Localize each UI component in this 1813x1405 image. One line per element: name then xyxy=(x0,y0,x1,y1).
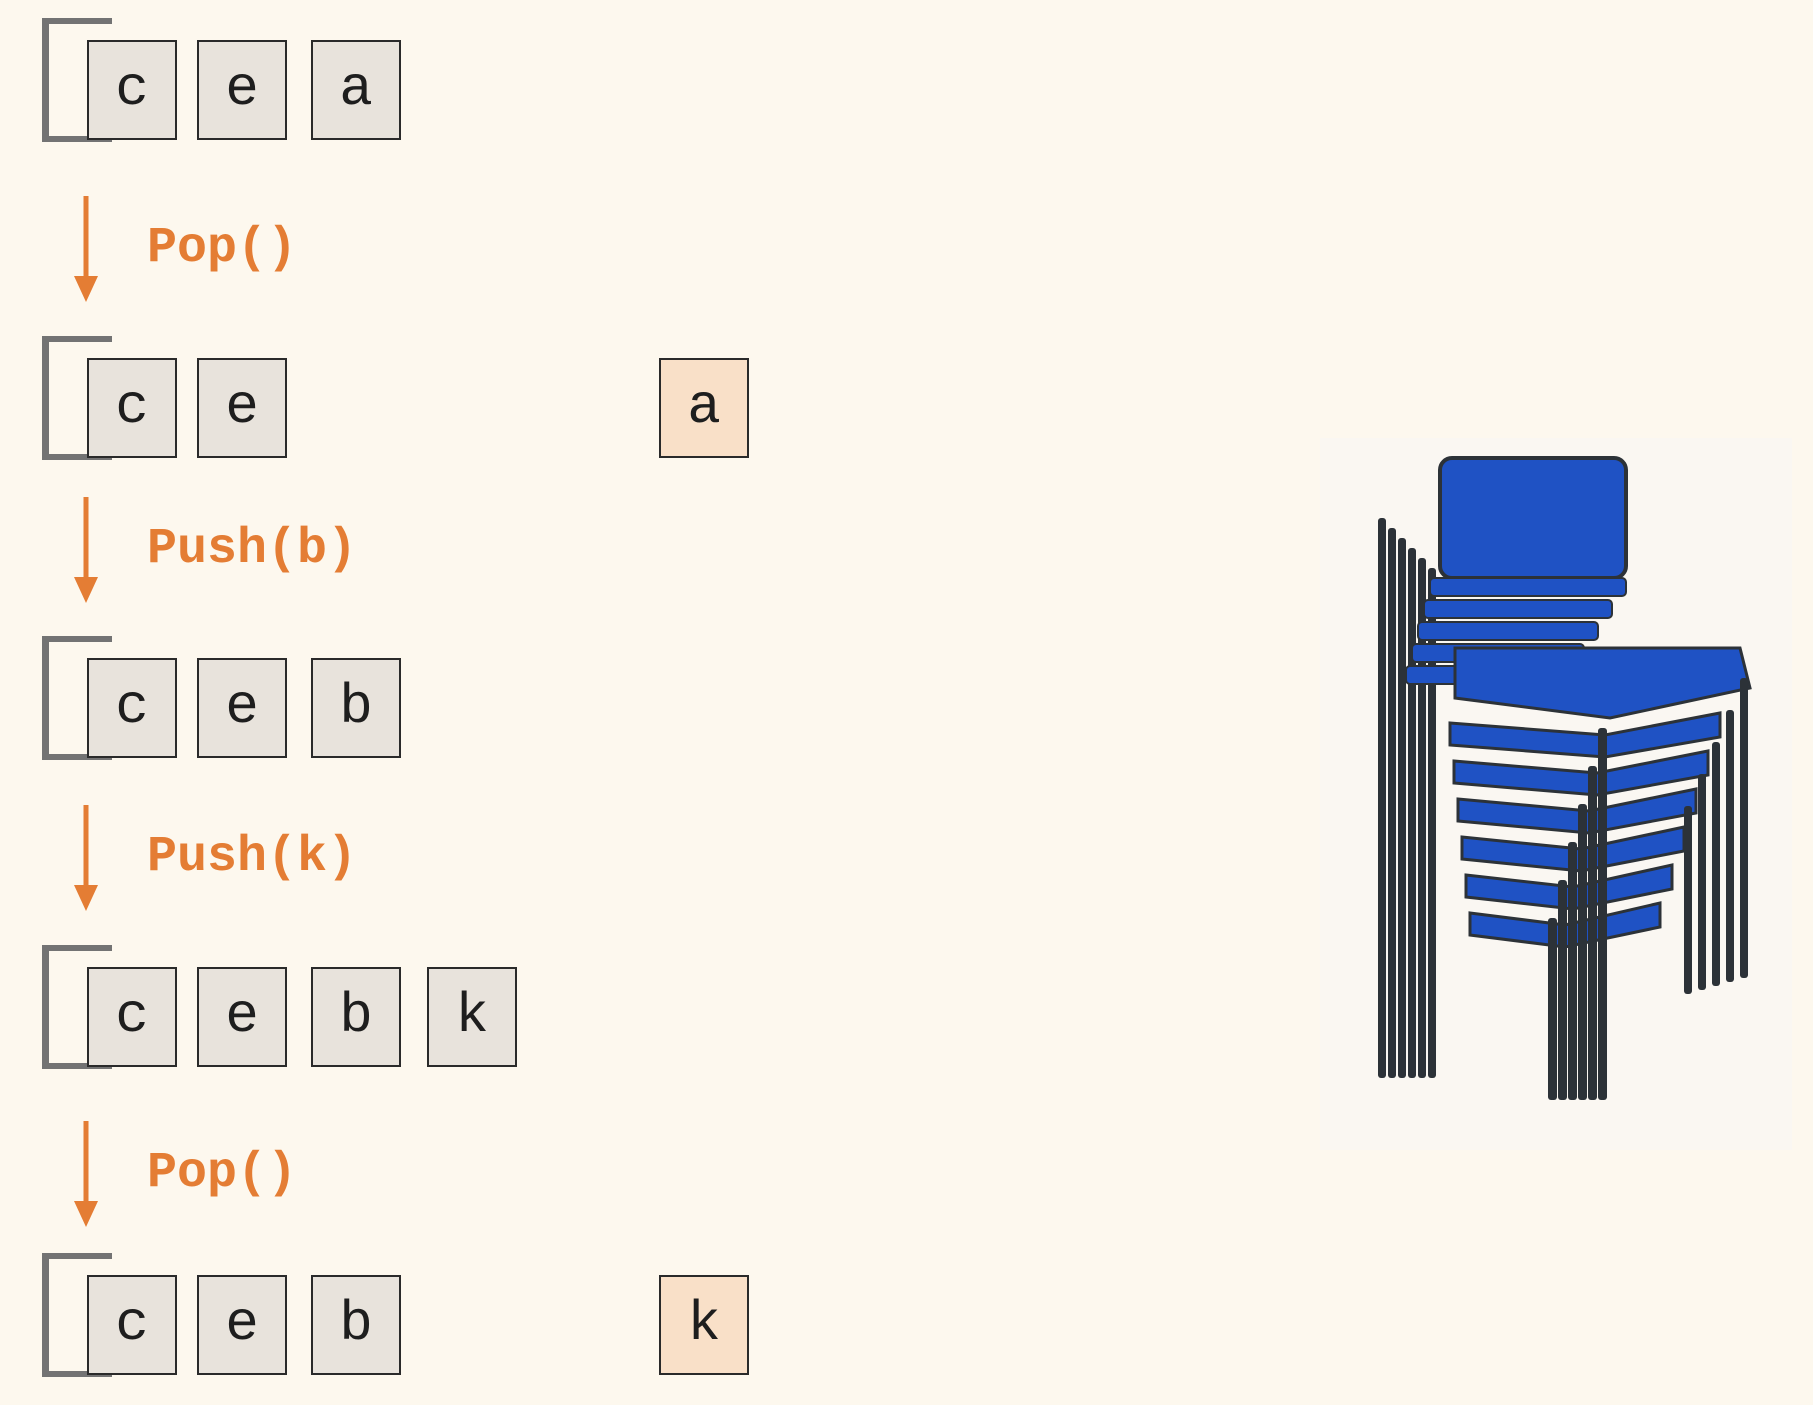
stack-cell: e xyxy=(197,1275,287,1375)
down-arrow-icon xyxy=(74,196,98,302)
stack-cell: e xyxy=(197,40,287,140)
down-arrow-icon xyxy=(74,805,98,911)
stack-cell: a xyxy=(311,40,401,140)
stack-bracket xyxy=(42,636,112,760)
stack-cell: c xyxy=(87,40,177,140)
stack-cell: c xyxy=(87,658,177,758)
operation-label: Pop() xyxy=(147,1145,298,1202)
stack-cell: e xyxy=(197,967,287,1067)
stack-cell: k xyxy=(427,967,517,1067)
down-arrow-icon xyxy=(74,1121,98,1227)
stack-cell: e xyxy=(197,358,287,458)
stack-bracket xyxy=(42,18,112,142)
stack-cell: c xyxy=(87,1275,177,1375)
stack-cell: b xyxy=(311,967,401,1067)
stack-cell: b xyxy=(311,658,401,758)
stack-bracket xyxy=(42,945,112,1069)
popped-element: a xyxy=(659,358,749,458)
down-arrow-icon xyxy=(74,497,98,603)
operation-label: Push(k) xyxy=(147,829,358,886)
operation-label: Pop() xyxy=(147,220,298,277)
stack-bracket xyxy=(42,336,112,460)
operation-label: Push(b) xyxy=(147,521,358,578)
stack-cell: c xyxy=(87,967,177,1067)
stack-cell: e xyxy=(197,658,287,758)
stack-bracket xyxy=(42,1253,112,1377)
stack-cell: b xyxy=(311,1275,401,1375)
stack-cell: c xyxy=(87,358,177,458)
popped-element: k xyxy=(659,1275,749,1375)
stacked-chairs-photo xyxy=(1320,438,1792,1150)
